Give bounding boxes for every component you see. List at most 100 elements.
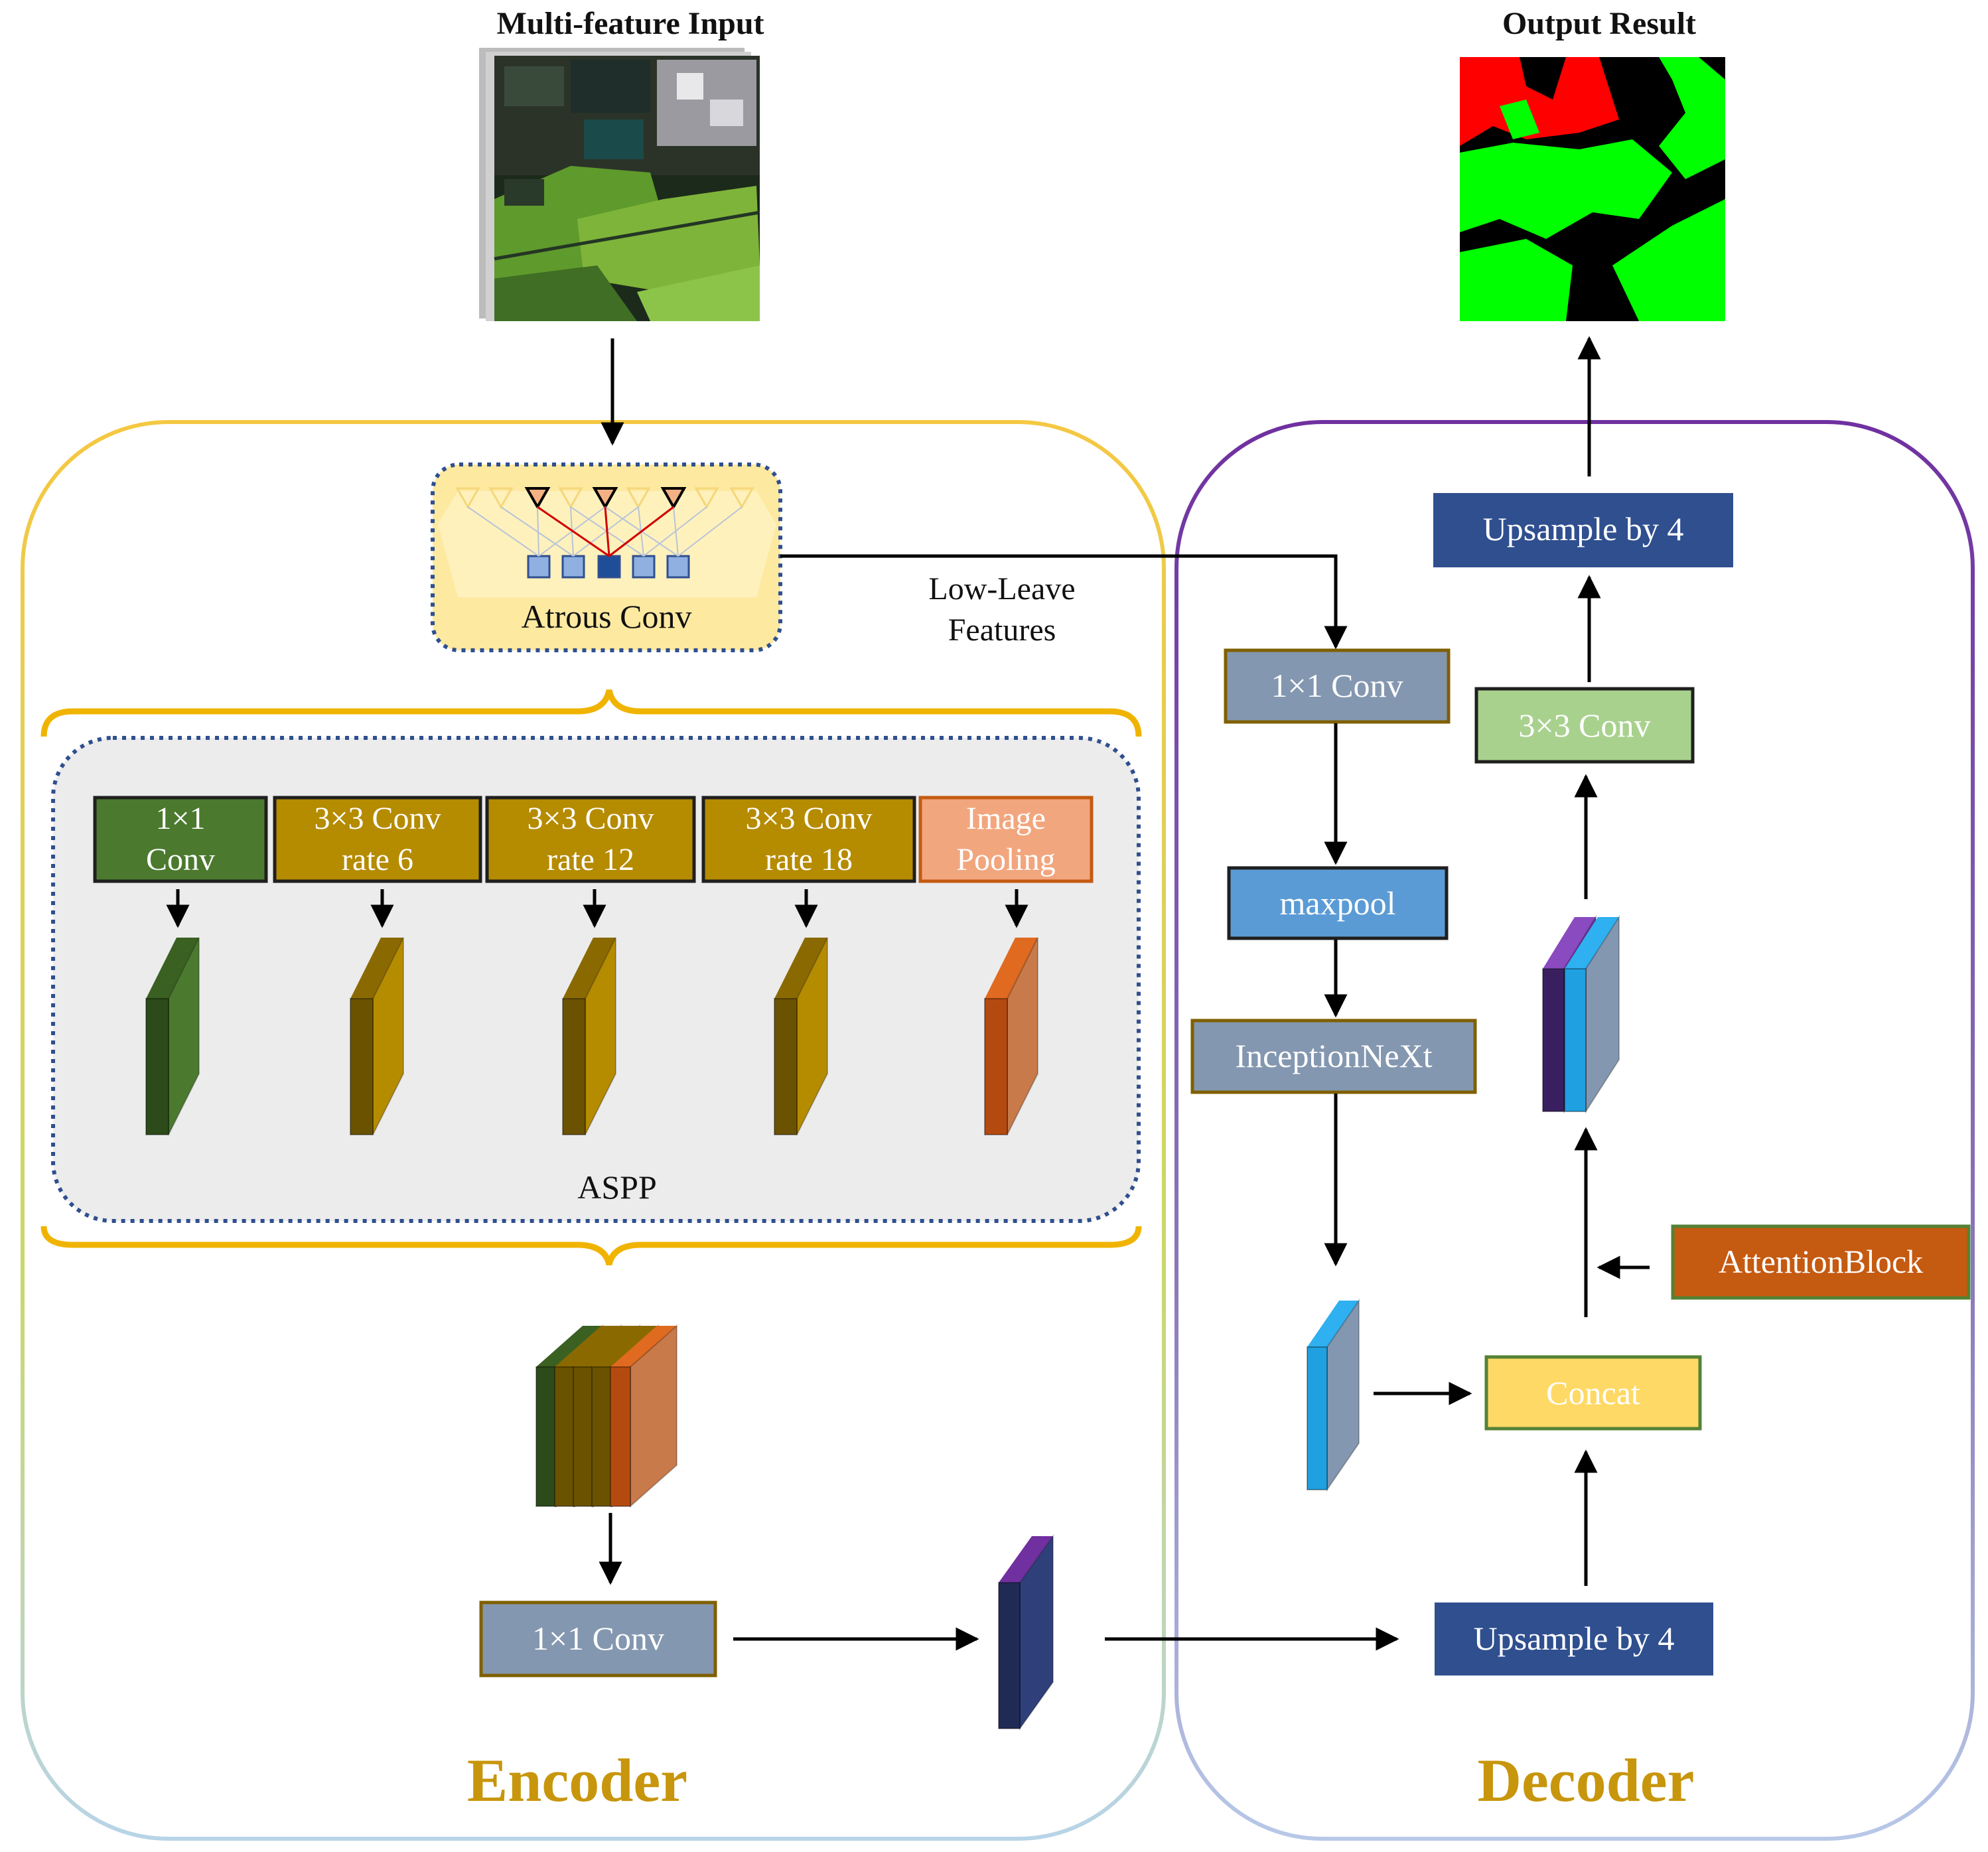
decoder-attention-box xyxy=(1671,1224,1971,1300)
decoder-inception-box xyxy=(1190,1019,1477,1094)
aspp-feature-map-top xyxy=(563,938,616,999)
aspp-branch-label-line2: Pooling xyxy=(956,842,1056,877)
kernel-active-connection xyxy=(608,506,674,557)
enc-feature-slab xyxy=(998,1533,1054,1731)
aspp-bottom-brace xyxy=(40,1226,1142,1266)
kernel-active-connection xyxy=(537,506,610,557)
decoder-panel xyxy=(1174,420,1975,1841)
kernel-input-node xyxy=(694,487,719,510)
stack-layer-front xyxy=(554,1366,575,1507)
dec-stack-blue xyxy=(1564,914,1620,1114)
kernel-input-node xyxy=(592,487,618,510)
stack-layer-front xyxy=(573,1366,594,1507)
kernel-output-node xyxy=(527,555,551,579)
output-image xyxy=(1460,57,1725,321)
decoder-attention-label: AttentionBlock xyxy=(1718,1243,1924,1280)
decoder-conv3x3-box xyxy=(1474,687,1695,764)
aspp-branch-box xyxy=(273,796,482,883)
aspp-feature-map xyxy=(774,937,828,1135)
kernel-input-node xyxy=(455,487,480,510)
low-level-label-line2: Features xyxy=(948,612,1056,648)
decoder-conv1x1-label: 1×1 Conv xyxy=(1271,667,1403,704)
aspp-feature-map xyxy=(562,937,616,1135)
aspp-branch-label-line2: rate 6 xyxy=(342,842,413,877)
encoder-panel xyxy=(21,420,1166,1841)
aspp-feature-map xyxy=(350,937,404,1135)
kernel-input-node xyxy=(729,487,754,510)
aspp-branches xyxy=(93,796,1094,1135)
decoder-conv1x1-box xyxy=(1224,648,1451,724)
aspp-branch-box xyxy=(701,796,916,883)
kernel-connection xyxy=(467,506,539,557)
aspp-feature-map-top xyxy=(146,938,199,999)
dec-stack-purple-front xyxy=(1542,968,1565,1112)
aspp-feature-map-front xyxy=(774,998,798,1135)
dec-low-feature-slab xyxy=(1307,1298,1360,1492)
kernel-output-node xyxy=(561,555,585,579)
aspp-branch-box xyxy=(485,796,696,883)
kernel-connection xyxy=(677,506,743,557)
dec-low-feature-slab-front xyxy=(1307,1346,1328,1490)
kernel-output-node xyxy=(597,555,621,579)
kernel-output-node xyxy=(666,555,690,579)
stack-layer-front xyxy=(535,1366,557,1507)
stack-layer-top xyxy=(555,1326,621,1367)
aspp-feature-map xyxy=(145,937,200,1135)
enc-feature-slab-top xyxy=(999,1536,1053,1583)
aspp-branch-box xyxy=(918,796,1094,883)
kernel-input-node xyxy=(488,487,514,510)
encoder-conv1x1-box xyxy=(479,1601,717,1677)
kernel-input-node xyxy=(558,487,583,510)
aspp-label: ASPP xyxy=(577,1169,657,1206)
decoder-upsample-top-box xyxy=(1433,493,1733,567)
aspp-branch-label-line1: 3×3 Conv xyxy=(745,801,873,836)
aspp-feature-map-front xyxy=(145,998,169,1135)
aspp-branch-box xyxy=(93,796,268,883)
aspp-feature-map xyxy=(984,937,1038,1135)
aspp-branch-label-line2: Conv xyxy=(145,842,215,877)
stack-layer xyxy=(610,1324,677,1508)
decoder-concat-box xyxy=(1484,1355,1702,1431)
encoder-conv1x1-label: 1×1 Conv xyxy=(532,1620,665,1657)
dec-stack-blue-front xyxy=(1564,968,1587,1112)
kernel-input-node xyxy=(660,487,687,510)
atrous-kernel-icon xyxy=(455,487,754,579)
stack-layer-front xyxy=(610,1366,631,1507)
decoder-low-level-feature xyxy=(1307,1298,1360,1492)
stack-layer-top xyxy=(592,1326,658,1367)
kernel-connection xyxy=(673,506,679,557)
dec-low-feature-slab-top xyxy=(1307,1301,1359,1347)
dec-stack-purple-top xyxy=(1543,917,1596,969)
arrow-low-level-features xyxy=(780,554,1348,650)
kernel-output-node xyxy=(632,555,656,579)
aspp-branch-label-line1: 1×1 xyxy=(155,801,206,836)
decoder-maxpool-box xyxy=(1227,866,1449,940)
aspp-branch-label-line1: 3×3 Conv xyxy=(314,801,441,836)
aspp-feature-map-front xyxy=(562,998,586,1135)
stack-layer-top xyxy=(536,1326,603,1367)
decoder-upsample-top-label: Upsample by 4 xyxy=(1482,510,1684,547)
dec-stack-blue-top xyxy=(1565,917,1619,969)
low-level-label-line1: Low-Leave xyxy=(928,571,1076,606)
aspp-feature-map-top xyxy=(985,938,1038,999)
kernel-input-node xyxy=(524,487,551,510)
decoder-conv3x3-label: 3×3 Conv xyxy=(1518,707,1651,744)
kernel-input-node xyxy=(626,487,651,510)
aspp-feature-map-front xyxy=(350,998,374,1135)
aspp-feature-map-top xyxy=(774,938,827,999)
decoder-inception-label: InceptionNeXt xyxy=(1235,1037,1433,1074)
decoder-upsample-bottom-label: Upsample by 4 xyxy=(1473,1620,1675,1657)
aspp-feature-map-front xyxy=(984,998,1008,1135)
aspp-feature-map-top xyxy=(350,938,403,999)
encoder-title: Encoder xyxy=(466,1746,688,1814)
enc-feature-slab-front xyxy=(998,1582,1021,1729)
stack-layer-top xyxy=(573,1326,640,1367)
output-title: Output Result xyxy=(1502,6,1697,41)
decoder-upsample-bottom-box xyxy=(1435,1603,1713,1675)
atrous-conv-label: Atrous Conv xyxy=(521,598,692,635)
input-image xyxy=(479,48,760,321)
input-title: Multi-feature Input xyxy=(496,6,764,41)
concatenated-feature-stack xyxy=(535,1324,677,1508)
